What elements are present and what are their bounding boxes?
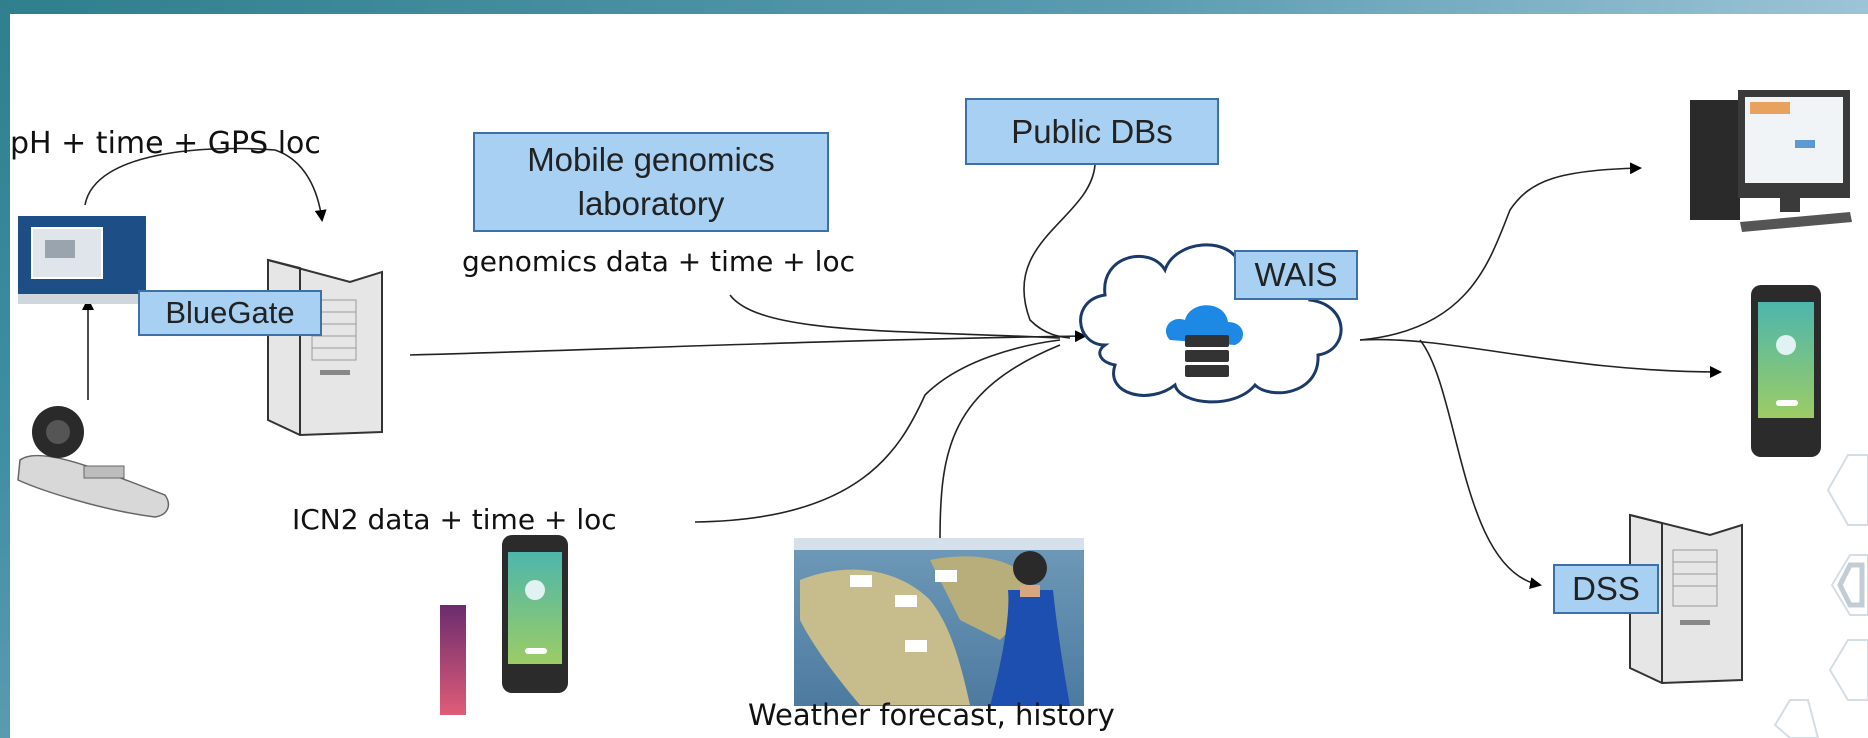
arrow-wais-to-dss <box>1419 339 1542 590</box>
arrow-server-to-wais <box>409 330 1087 356</box>
arrow-weather-to-wais <box>939 344 1061 541</box>
public-dbs-box: Public DBs <box>965 98 1219 165</box>
server-icon-dss <box>1629 513 1743 685</box>
sensor-flow-label: pH + time + GPS loc <box>10 126 321 161</box>
smartphone-icon-right <box>1751 285 1821 457</box>
hexagon-pattern-icon <box>1773 454 1868 738</box>
weather-map-icon <box>794 538 1084 706</box>
arrow-sensor-to-server <box>84 147 327 222</box>
arrow-publicdbs-to-wais <box>1023 164 1096 339</box>
weather-label: Weather forecast, history <box>748 698 1115 732</box>
dss-box: DSS <box>1553 564 1659 614</box>
arrow-icn2-to-wais <box>694 339 1061 523</box>
icn2-flow-label: ICN2 data + time + loc <box>292 503 617 536</box>
mobile-lab-line1: Mobile genomics <box>527 141 775 178</box>
boat-icon <box>17 406 170 518</box>
mobile-lab-line2: laboratory <box>577 185 725 222</box>
gradient-bar <box>440 605 466 715</box>
sensor-device-icon <box>18 216 146 304</box>
wais-box: WAIS <box>1234 250 1358 300</box>
left-accent-bar <box>0 0 10 738</box>
arrow-wais-to-phone <box>1359 338 1722 378</box>
desktop-computer-icon <box>1690 90 1852 232</box>
arrow-genomics-to-wais <box>729 294 1061 339</box>
smartphone-icon-bottom <box>502 535 568 693</box>
bluegate-box: BlueGate <box>138 290 322 336</box>
arrow-wais-to-desktop <box>1359 162 1642 341</box>
genomics-flow-label: genomics data + time + loc <box>462 245 855 278</box>
server-icon-bluegate <box>267 258 383 437</box>
connectors <box>82 147 1722 590</box>
top-accent-bar <box>0 0 1868 14</box>
mobile-genomics-lab-box: Mobile genomics laboratory <box>473 132 829 232</box>
